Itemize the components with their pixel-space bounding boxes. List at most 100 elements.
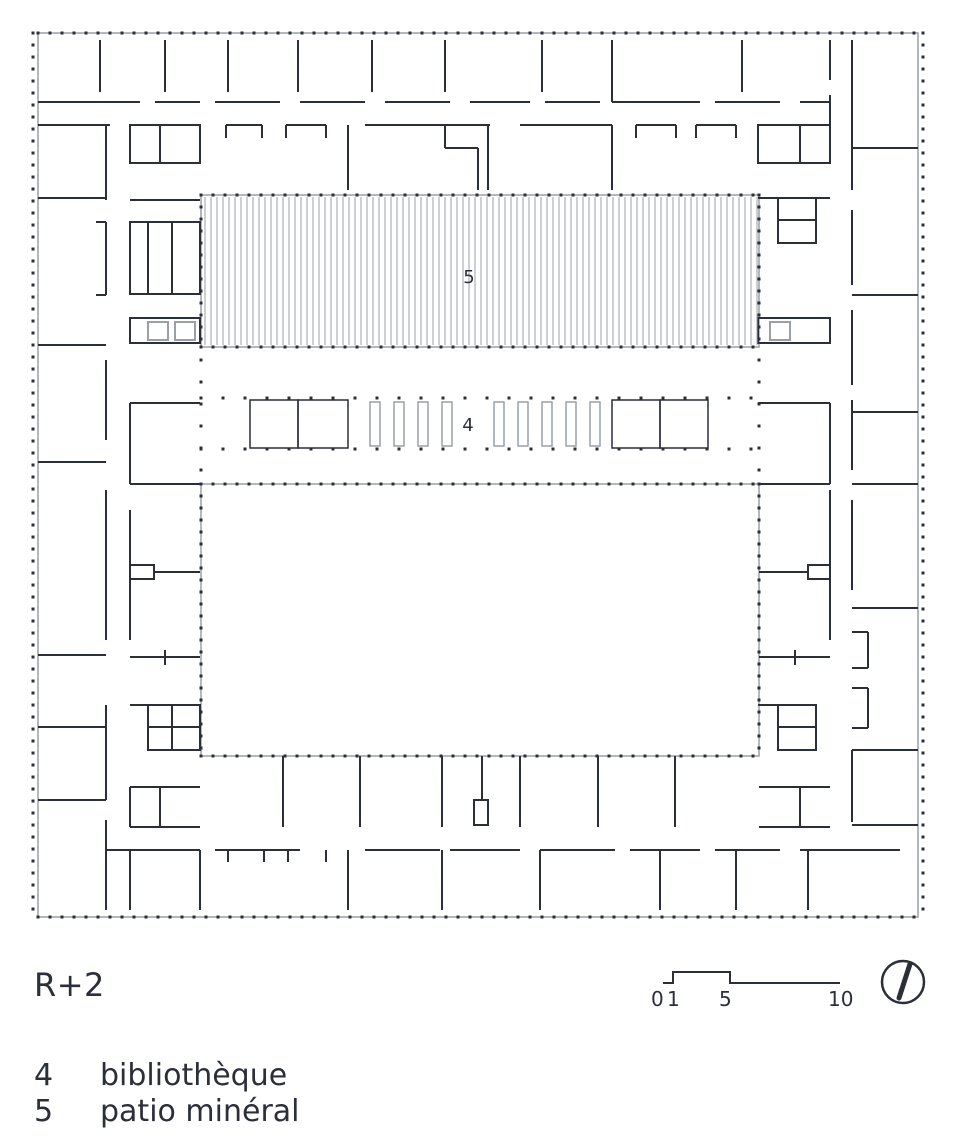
column-dot (420, 915, 424, 919)
column-dot (828, 31, 832, 35)
column-dot (31, 115, 35, 119)
column-dot (31, 823, 35, 827)
column-dot (921, 91, 925, 95)
column-dot (199, 380, 203, 384)
column-dot (571, 482, 575, 486)
column-dot (265, 447, 269, 451)
column-dot (559, 193, 563, 197)
column-dot (223, 345, 227, 349)
column-dot (451, 754, 455, 758)
column-dot (727, 754, 731, 758)
column-dot (31, 631, 35, 635)
column-dot (31, 271, 35, 275)
column-dot (757, 193, 761, 197)
column-dot (343, 193, 347, 197)
column-dot (403, 754, 407, 758)
column-dot (667, 482, 671, 486)
column-dot (36, 31, 40, 35)
column-dot (31, 775, 35, 779)
column-dot (757, 530, 761, 534)
column-dot (243, 447, 247, 451)
column-dot (456, 915, 460, 919)
column-dot (921, 607, 925, 611)
column-dot (31, 571, 35, 575)
column-dot (672, 31, 676, 35)
column-dot (559, 345, 563, 349)
column-dot (199, 614, 203, 618)
column-dot (31, 499, 35, 503)
column-dot (757, 542, 761, 546)
column-dot (420, 31, 424, 35)
column-dot (199, 602, 203, 606)
shelf (611, 399, 661, 449)
column-dot (31, 223, 35, 227)
column-dot (511, 754, 515, 758)
column-dot (419, 396, 423, 400)
column-dot (132, 31, 136, 35)
column-dot (757, 518, 761, 522)
room-box (129, 317, 201, 344)
column-dot (252, 31, 256, 35)
column-dot (583, 754, 587, 758)
column-dot (199, 590, 203, 594)
column-dot (199, 345, 203, 349)
column-dot (48, 915, 52, 919)
column-dot (444, 915, 448, 919)
column-dot (921, 763, 925, 767)
column-dot (739, 345, 743, 349)
column-dot (444, 31, 448, 35)
column-dot (683, 447, 687, 451)
column-dot (619, 193, 623, 197)
column-dot (921, 403, 925, 407)
column-dot (31, 415, 35, 419)
column-dot (240, 915, 244, 919)
column-dot (921, 535, 925, 539)
column-dot (144, 31, 148, 35)
column-dot (331, 193, 335, 197)
column-dot (287, 447, 291, 451)
column-dot (199, 722, 203, 726)
column-dot (804, 915, 808, 919)
column-dot (921, 523, 925, 527)
column-dot (31, 787, 35, 791)
column-dot (744, 31, 748, 35)
column-dot (757, 301, 761, 305)
column-dot (283, 193, 287, 197)
column-dot (379, 193, 383, 197)
column-dot (583, 482, 587, 486)
column-dot (468, 915, 472, 919)
column-dot (732, 31, 736, 35)
column-dot (199, 289, 203, 293)
column-dot (535, 193, 539, 197)
column-dot (319, 482, 323, 486)
column-dot (31, 883, 35, 887)
column-dot (144, 915, 148, 919)
column-dot (576, 31, 580, 35)
column-dot (31, 619, 35, 623)
column-dot (31, 367, 35, 371)
column-dot (757, 734, 761, 738)
column-dot (751, 345, 755, 349)
column-dot (480, 915, 484, 919)
column-dot (727, 193, 731, 197)
column-dot (921, 559, 925, 563)
column-dot (31, 511, 35, 515)
outer-boundary (37, 32, 919, 918)
column-dot (375, 447, 379, 451)
column-dot (259, 482, 263, 486)
column-dot (36, 915, 40, 919)
column-dot (331, 447, 335, 451)
column-dot (583, 345, 587, 349)
column-dot (408, 915, 412, 919)
column-dot (228, 31, 232, 35)
column-dot (48, 31, 52, 35)
column-dot (639, 396, 643, 400)
column-dot (757, 638, 761, 642)
column-dot (757, 650, 761, 654)
column-dot (588, 915, 592, 919)
column-dot (921, 487, 925, 491)
column-dot (199, 446, 203, 450)
column-dot (31, 79, 35, 83)
column-dot (31, 331, 35, 335)
column-dot (31, 163, 35, 167)
